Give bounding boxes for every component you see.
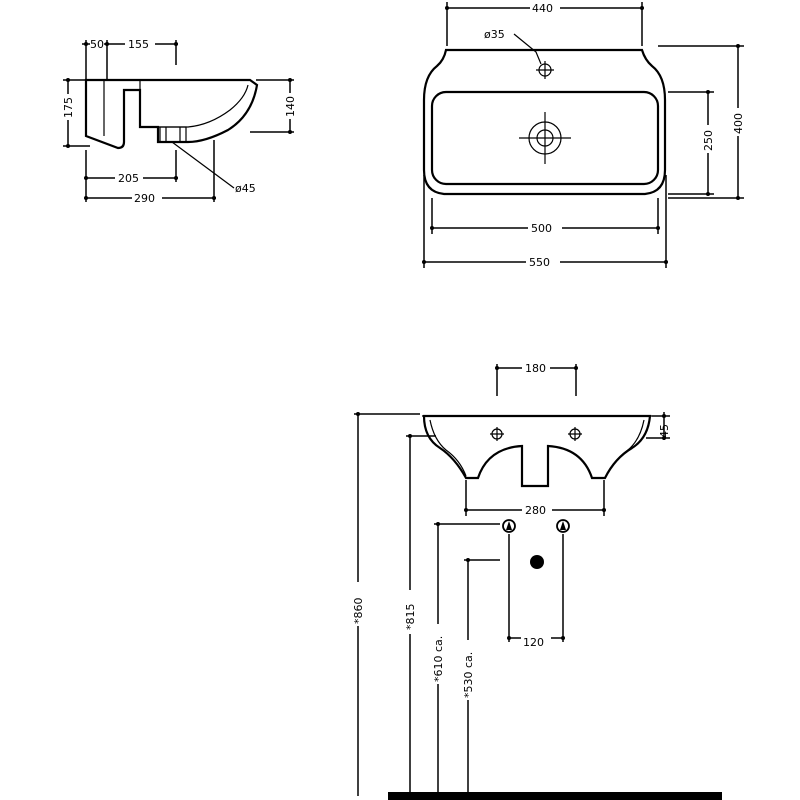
basin-outer	[422, 48, 667, 196]
floor-line	[388, 792, 722, 800]
top-view: 440 ø35 250 400 500 550	[422, 1, 745, 269]
dim-140: 140	[284, 96, 297, 117]
dim-550: 550	[529, 256, 550, 269]
dim-860: *860	[352, 598, 365, 625]
side-view: 50 155 175 140 205 290 ø45	[61, 37, 297, 205]
dim-530: *530 ca.	[462, 652, 475, 698]
dim-50: 50	[90, 38, 104, 51]
dim-tap-35: ø35	[484, 28, 505, 41]
dim-180: 180	[525, 362, 546, 375]
basin-front	[422, 414, 652, 488]
dim-155: 155	[128, 38, 149, 51]
dim-45: 45	[658, 424, 671, 438]
dim-280: 280	[525, 504, 546, 517]
dim-250: 250	[702, 130, 715, 151]
dim-waste-45: ø45	[235, 182, 256, 195]
side-profile	[84, 78, 259, 150]
dim-440: 440	[532, 2, 553, 15]
dim-120: 120	[523, 636, 544, 649]
dim-610: *610 ca.	[432, 636, 445, 682]
basin-bowl	[430, 90, 660, 186]
front-view: 180 45 280 120 *860 *815	[351, 361, 722, 800]
waste-point	[530, 555, 544, 569]
dim-500: 500	[531, 222, 552, 235]
dim-400: 400	[732, 113, 745, 134]
dim-815: *815	[404, 604, 417, 631]
waste-outlet	[159, 126, 187, 143]
dim-290: 290	[134, 192, 155, 205]
dim-205: 205	[118, 172, 139, 185]
dim-175: 175	[62, 97, 75, 118]
